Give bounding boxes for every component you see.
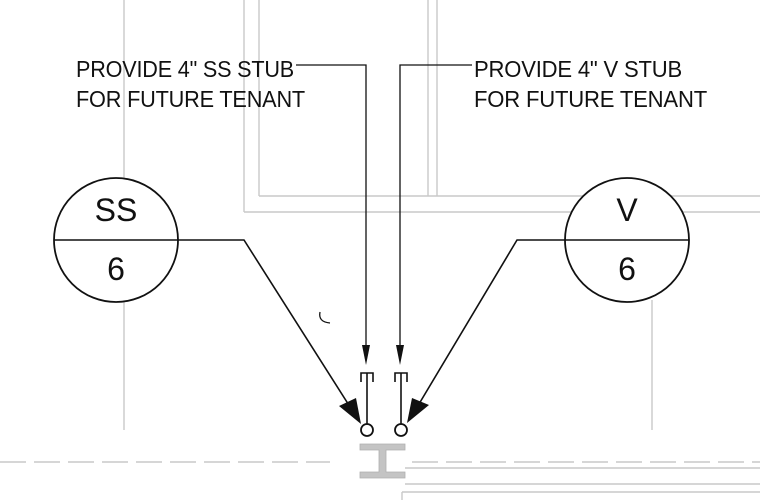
v-pipe-circle [394,423,408,437]
stray-mark [319,311,331,324]
ss-tag-bottom: 6 [107,251,125,287]
ss-note-line2: FOR FUTURE TENANT [76,86,305,112]
v-stub-symbol [394,372,408,437]
v-tag-top: V [616,192,638,228]
wall-tee-icon [359,443,406,479]
ss-tag-top: SS [95,192,138,228]
ss-tag-bubble: SS 6 [53,177,179,303]
ss-pipe-circle [360,423,374,437]
v-note-line1: PROVIDE 4" V STUB [474,56,682,82]
ss-stub-symbol [360,372,374,437]
ss-note-line1: PROVIDE 4" SS STUB [76,56,294,82]
v-note-line2: FOR FUTURE TENANT [474,86,707,112]
v-tag-bottom: 6 [618,251,636,287]
ss-tag-leader [178,239,361,424]
v-note: PROVIDE 4" V STUB FOR FUTURE TENANT [474,56,707,112]
ss-note-leader [296,64,370,365]
v-tag-bubble: V 6 [564,177,690,303]
v-note-leader [396,64,472,365]
ss-note: PROVIDE 4" SS STUB FOR FUTURE TENANT [76,56,305,112]
v-tag-leader [407,239,566,423]
